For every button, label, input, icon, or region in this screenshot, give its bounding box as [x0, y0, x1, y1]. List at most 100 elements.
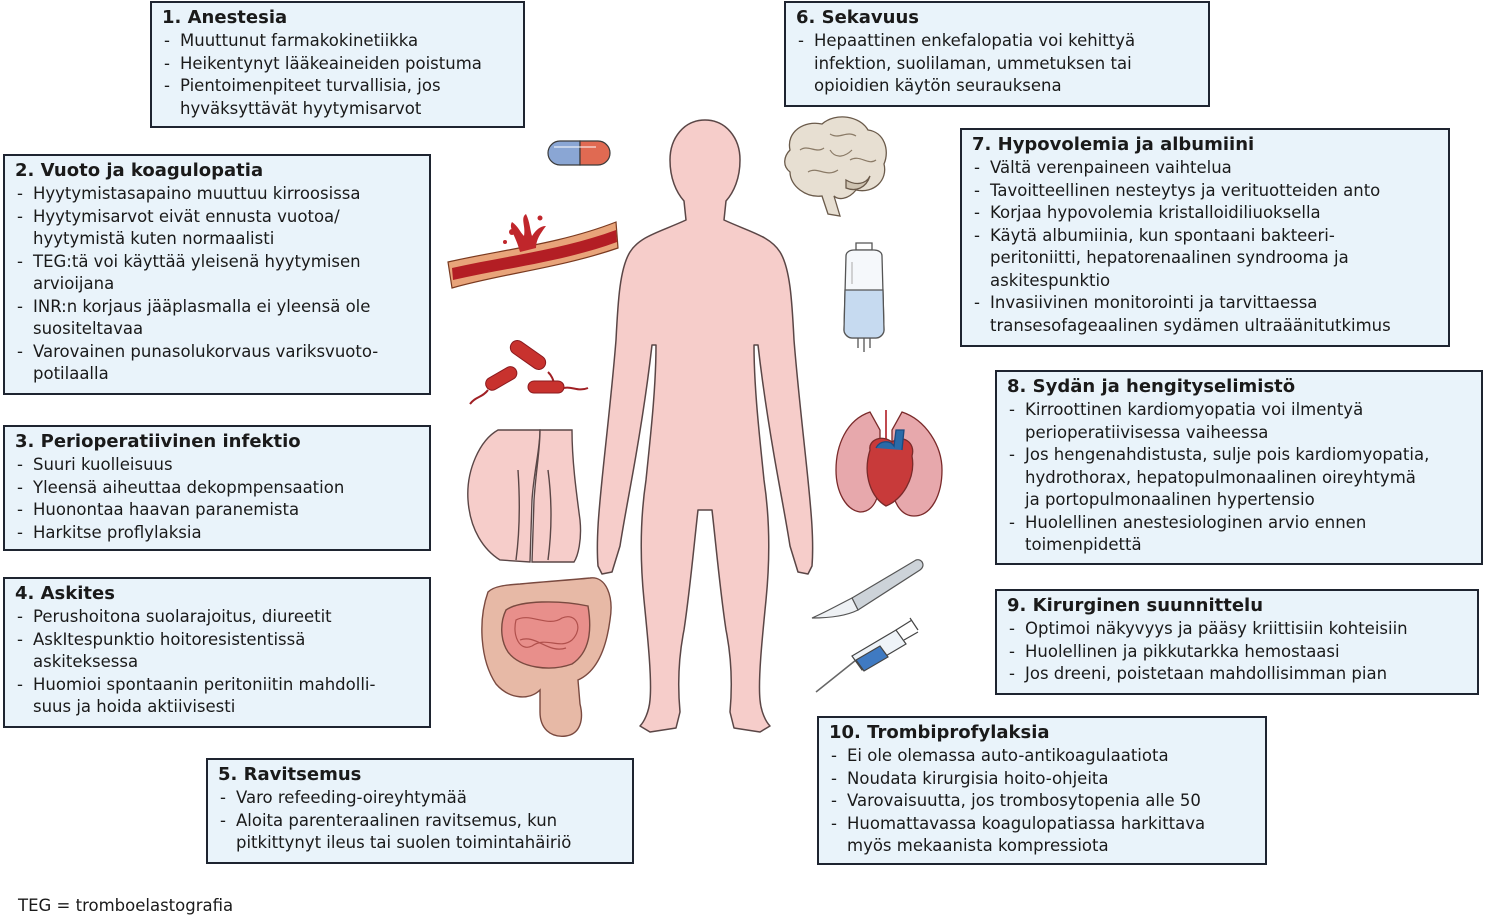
- bullet-list: Muuttunut farmakokinetiikkaHeikentynyt l…: [162, 30, 513, 120]
- bullet-item: Korjaa hypovolemia kristalloidiliuoksell…: [972, 202, 1438, 225]
- bullet-item: Noudata kirurgisia hoito-ohjeita: [829, 768, 1255, 791]
- bullet-line: Jos hengenahdistusta, sulje pois kardiom…: [1025, 445, 1430, 464]
- box-title: 3. Perioperatiivinen infektio: [15, 431, 301, 452]
- bullet-line: TEG:tä voi käyttää yleisenä hyytymisen: [33, 251, 361, 271]
- bullet-line: INR:n korjaus jääplasmalla ei yleensä ol…: [33, 296, 371, 316]
- bullet-item: Huomioi spontaanin peritoniitin mahdolli…: [15, 674, 419, 719]
- bullet-line: Ei ole olemassa auto-antikoagulaatiota: [847, 746, 1169, 765]
- brain-icon: [784, 116, 887, 217]
- bullet-item: Jos dreeni, poistetaan mahdollisimman pi…: [1007, 663, 1467, 686]
- bullet-line: Heikentynyt lääkeaineiden poistuma: [180, 53, 482, 73]
- bullet-item: Tavoitteellinen nesteytys ja verituottei…: [972, 180, 1438, 203]
- bullet-line: arvioijana: [33, 274, 115, 293]
- box-kirurginen: 9. Kirurginen suunnitteluOptimoi näkyvyy…: [995, 589, 1479, 695]
- box-title: 10. Trombiprofylaksia: [829, 722, 1050, 743]
- box-title: 1. Anestesia: [162, 7, 288, 28]
- bullet-line: toimenpidettä: [1025, 535, 1142, 554]
- box-title: 7. Hypovolemia ja albumiini: [972, 134, 1255, 155]
- box-title: 4. Askites: [15, 583, 115, 604]
- bullet-line: Huomattavassa koagulopatiassa harkittava: [847, 813, 1206, 833]
- bullet-line: myös mekaanista kompressiota: [847, 836, 1109, 855]
- bullet-item: Pientoimenpiteet turvallisia, jos hyväksy…: [162, 75, 513, 120]
- bullet-line: infektion, suolilaman, ummetuksen tai: [814, 53, 1132, 73]
- bullet-item: Ei ole olemassa auto-antikoagulaatiota: [829, 745, 1255, 768]
- bullet-line: ja portopulmonaalinen hypertensio: [1025, 490, 1315, 509]
- bullet-line: Varovainen punasolukorvaus variksvuoto-: [33, 341, 379, 361]
- bullet-line: Varovaisuutta, jos trombosytopenia alle …: [847, 791, 1201, 810]
- bullet-item: Huolellinen ja pikkutarkka hemostaasi: [1007, 641, 1467, 664]
- bullet-line: Hyytymistasapaino muuttuu kirroosissa: [33, 184, 361, 203]
- bullet-list: Kirroottinen kardiomyopatia voi ilmentyä…: [1007, 399, 1471, 557]
- bullet-line: hydrothorax, hepatopulmonaalinen oireyht…: [1025, 467, 1416, 487]
- bullet-line: Kirroottinen kardiomyopatia voi ilmentyä: [1025, 400, 1364, 419]
- bullet-item: Vältä verenpaineen vaihtelua: [972, 157, 1438, 180]
- bullet-line: Suuri kuolleisuus: [33, 455, 173, 474]
- abdomen-icon: [467, 429, 582, 563]
- bullet-item: TEG:tä voi käyttää yleisenä hyytymisen ar…: [15, 251, 419, 296]
- bullet-item: Varovaisuutta, jos trombosytopenia alle …: [829, 790, 1255, 813]
- bullet-line: pitkittynyt ileus tai suolen toimintahäi…: [236, 833, 572, 852]
- box-title: 8. Sydän ja hengityselimistö: [1007, 376, 1296, 397]
- bullet-line: Huonontaa haavan paranemista: [33, 500, 300, 519]
- human-body-icon: [596, 119, 814, 733]
- bullet-item: Hyytymisarvot eivät ennusta vuotoa/hyyty…: [15, 206, 419, 251]
- bullet-line: Varo refeeding-oireyhtymää: [236, 788, 467, 807]
- bullet-item: INR:n korjaus jääplasmalla ei yleensä ol…: [15, 296, 419, 341]
- bullet-item: Käytä albumiinia, kun spontaani bakteeri…: [972, 225, 1438, 293]
- bullet-line: perioperatiivisessa vaiheessa: [1025, 422, 1269, 442]
- bullet-list: Optimoi näkyvyys ja pääsy kriittisiin ko…: [1007, 618, 1467, 686]
- bullet-item: AskItespunktio hoitoresistentissäaskitek…: [15, 629, 419, 674]
- box-vuoto: 2. Vuoto ja koagulopatiaHyytymistasapain…: [3, 154, 431, 395]
- iv-bag-icon: [843, 242, 885, 352]
- bullet-item: Invasiivinen monitorointi ja tarvittaess…: [972, 292, 1438, 337]
- syringe-icon: [815, 617, 919, 693]
- box-hypovolemia: 7. Hypovolemia ja albumiiniVältä verenpa…: [960, 128, 1450, 347]
- bacteria-icon: [469, 340, 589, 405]
- bullet-line: suositeltavaa: [33, 319, 144, 338]
- bullet-line: potilaalla: [33, 364, 109, 383]
- bullet-item: Huolellinen anestesiologinen arvio ennen…: [1007, 512, 1471, 557]
- bullet-line: Aloita parenteraalinen ravitsemus, kun: [236, 810, 558, 830]
- bullet-item: Suuri kuolleisuus: [15, 454, 419, 477]
- bullet-line: Pientoimenpiteet turvallisia, jos: [180, 76, 441, 95]
- bullet-list: Vältä verenpaineen vaihteluaTavoitteelli…: [972, 157, 1438, 337]
- bullet-line: Tavoitteellinen nesteytys ja verituottei…: [990, 180, 1381, 200]
- bullet-line: Jos dreeni, poistetaan mahdollisimman pi…: [1025, 664, 1388, 683]
- bullet-line: askiteksessa: [33, 652, 139, 671]
- bullet-line: hyväksyttävät hyytymisarvot: [180, 98, 422, 118]
- bullet-line: Noudata kirurgisia hoito-ohjeita: [847, 768, 1109, 788]
- bullet-line: Perushoitona suolarajoitus, diureetit: [33, 607, 332, 626]
- bullet-line: transesofageaalinen sydämen ultraäänitut…: [990, 315, 1391, 335]
- box-title: 9. Kirurginen suunnittelu: [1007, 595, 1264, 616]
- intestine-icon: [481, 577, 612, 737]
- bullet-item: Hyytymistasapaino muuttuu kirroosissa: [15, 183, 419, 206]
- bullet-list: Ei ole olemassa auto-antikoagulaatiotaNo…: [829, 745, 1255, 858]
- bullet-line: Hepaattinen enkefalopatia voi kehittyä: [814, 31, 1136, 50]
- bullet-list: Suuri kuolleisuusYleensä aiheuttaa dekop…: [15, 454, 419, 544]
- bullet-item: Aloita parenteraalinen ravitsemus, kun pi…: [218, 810, 622, 855]
- bullet-line: opioidien käytön seurauksena: [814, 76, 1062, 95]
- bullet-item: Perushoitona suolarajoitus, diureetit: [15, 606, 419, 629]
- footnote: TEG = tromboelastografia: [18, 896, 234, 915]
- box-title: 5. Ravitsemus: [218, 764, 362, 785]
- bullet-line: Vältä verenpaineen vaihtelua: [990, 158, 1232, 177]
- box-title: 6. Sekavuus: [796, 7, 919, 28]
- bullet-line: Hyytymisarvot eivät ennusta vuotoa/: [33, 206, 340, 226]
- bullet-item: Yleensä aiheuttaa dekopmpensaation: [15, 477, 419, 500]
- bullet-item: Huonontaa haavan paranemista: [15, 499, 419, 522]
- bullet-line: askitespunktio: [990, 270, 1111, 290]
- box-sekavuus: 6. SekavuusHepaattinen enkefalopatia voi…: [784, 1, 1210, 107]
- bullet-item: Kirroottinen kardiomyopatia voi ilmentyä…: [1007, 399, 1471, 444]
- bullet-line: Korjaa hypovolemia kristalloidiliuoksell…: [990, 203, 1321, 222]
- bullet-item: Huomattavassa koagulopatiassa harkittava…: [829, 813, 1255, 858]
- box-sydan: 8. Sydän ja hengityselimistöKirroottinen…: [995, 370, 1483, 565]
- bullet-item: Jos hengenahdistusta, sulje pois kardiom…: [1007, 444, 1471, 512]
- capsule-icon: [547, 140, 611, 166]
- bullet-line: Huolellinen ja pikkutarkka hemostaasi: [1025, 641, 1340, 661]
- box-title: 2. Vuoto ja koagulopatia: [15, 160, 264, 181]
- bullet-line: Yleensä aiheuttaa dekopmpensaation: [33, 477, 345, 497]
- bullet-list: Perushoitona suolarajoitus, diureetitAsk…: [15, 606, 419, 719]
- bullet-line: Optimoi näkyvyys ja pääsy kriittisiin ko…: [1025, 619, 1408, 638]
- bullet-list: Hepaattinen enkefalopatia voi kehittyä in…: [796, 30, 1198, 98]
